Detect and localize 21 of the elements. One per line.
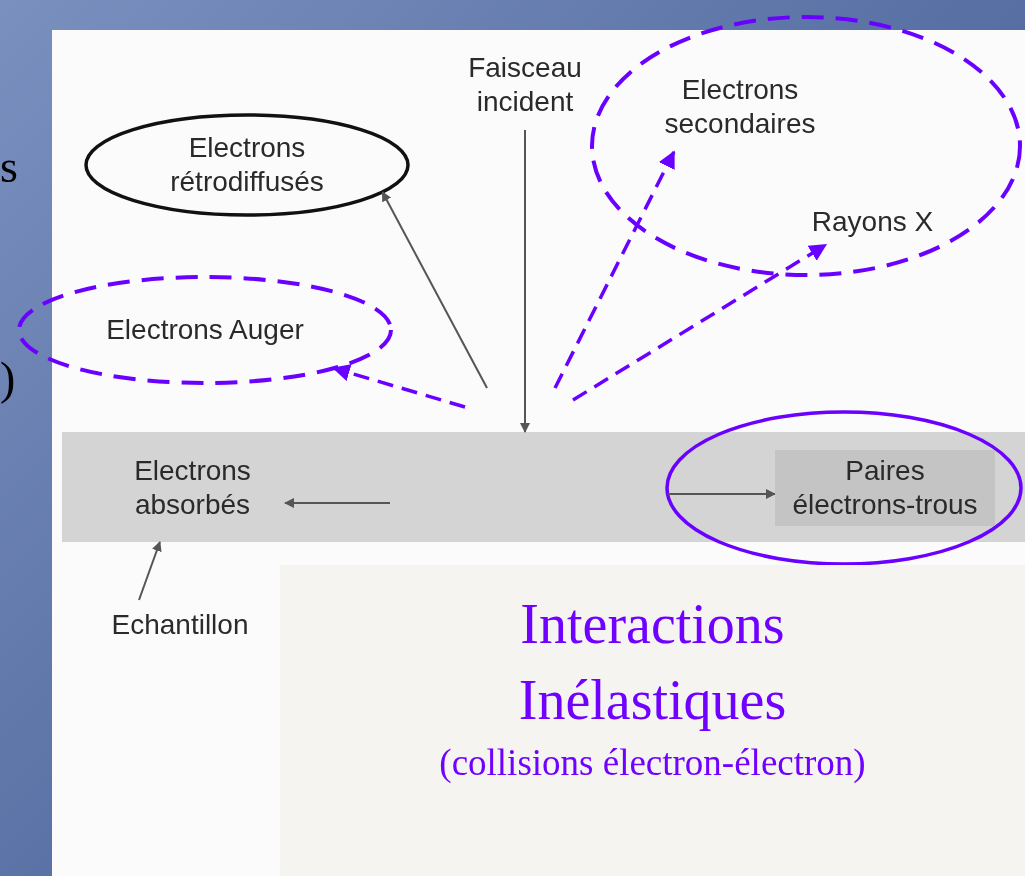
arrow	[553, 150, 676, 389]
slide-text-fragment: )	[0, 352, 16, 405]
arrow	[520, 129, 530, 433]
label-text: Electrons rétrodiffusés	[169, 130, 325, 199]
label-text: Electrons secondaires	[663, 72, 817, 141]
panel-subheading: (collisions électron-électron)	[439, 741, 866, 786]
label-text: Faisceau incident	[467, 50, 583, 119]
arrow	[284, 498, 391, 508]
arrow	[138, 541, 162, 601]
label-text: Electrons Auger	[106, 312, 304, 347]
label-text: Rayons X	[811, 205, 934, 240]
arrow	[332, 364, 466, 409]
panel-heading: Interactions Inélastiques	[517, 592, 788, 733]
label-text: Paires électrons-trous	[775, 449, 995, 527]
arrow	[381, 191, 488, 389]
label-text: Echantillon	[111, 607, 249, 642]
arrow	[666, 489, 776, 499]
text-panel	[280, 565, 1025, 876]
label-text: Electrons absorbés	[133, 453, 252, 522]
arrow	[572, 243, 828, 402]
slide-text-fragment: s	[0, 140, 18, 193]
